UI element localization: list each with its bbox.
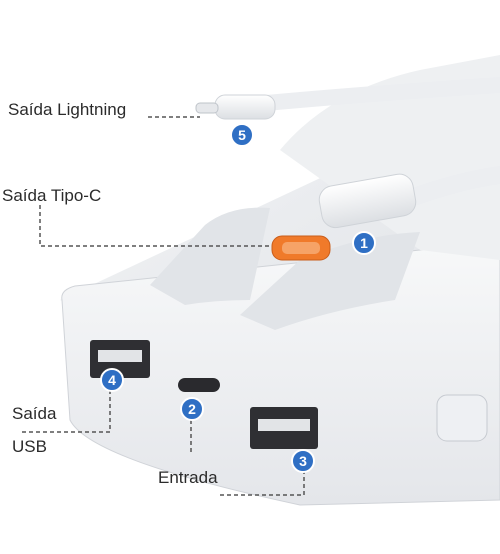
bottom-whitespace	[0, 511, 500, 554]
badge-1: 1	[352, 231, 376, 255]
badge-4: 4	[100, 368, 124, 392]
svg-text:2: 2	[188, 401, 196, 417]
svg-text:4: 4	[108, 372, 116, 388]
type-c-connector-housing	[318, 173, 417, 229]
usb-c-input-port	[178, 378, 220, 392]
lightning-plug	[195, 102, 219, 114]
label-entrada: Entrada	[158, 468, 218, 487]
badge-2: 2	[180, 397, 204, 421]
type-c-cable	[396, 166, 500, 209]
svg-text:3: 3	[299, 453, 307, 469]
label-saida-usb-line2: USB	[12, 437, 47, 456]
label-saida-usb-line1: Saída	[12, 404, 57, 423]
svg-text:1: 1	[360, 235, 368, 251]
label-saida-lightning: Saída Lightning	[8, 100, 127, 119]
power-button	[436, 394, 488, 442]
lightning-connector-housing	[214, 94, 276, 120]
cable-channel-right	[240, 232, 420, 330]
badge-5: 5	[230, 123, 254, 147]
badge-3: 3	[291, 449, 315, 473]
callout-lines	[20, 116, 305, 496]
type-c-plug-tip	[282, 242, 320, 254]
label-saida-tipo-c: Saída Tipo-C	[2, 186, 102, 205]
cable-channel-left	[150, 207, 270, 305]
svg-text:5: 5	[238, 127, 246, 143]
power-bank-back	[280, 55, 500, 260]
